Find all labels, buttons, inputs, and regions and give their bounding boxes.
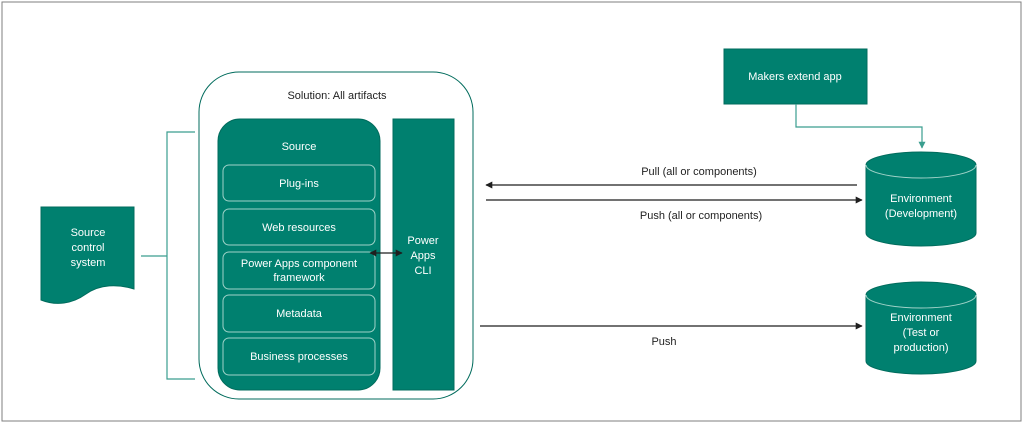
cli-box xyxy=(392,118,455,391)
source-control-document xyxy=(40,206,135,304)
env-dev-cylinder-rim xyxy=(865,164,977,179)
solution-title: Solution: All artifacts xyxy=(287,90,387,102)
pcf-box xyxy=(222,251,376,290)
source-control-label-3: system xyxy=(71,257,106,269)
cli-label-3: CLI xyxy=(414,265,431,277)
env-test-cylinder xyxy=(865,281,977,375)
plugins-box xyxy=(222,164,376,202)
env-test-label-2: (Test or xyxy=(903,327,940,339)
env-dev-label-1: Environment xyxy=(890,193,952,205)
web-resources-box xyxy=(222,208,376,246)
pull-label: Pull (all or components) xyxy=(641,166,757,178)
source-control-label-1: Source xyxy=(71,227,106,239)
pcf-label-1: Power Apps component xyxy=(241,258,357,270)
push-label: Push xyxy=(651,336,676,348)
env-dev-label-2: (Development) xyxy=(885,208,957,220)
env-test-label-1: Environment xyxy=(890,312,952,324)
cli-label-2: Apps xyxy=(410,250,436,262)
env-test-label-3: production) xyxy=(893,342,948,354)
makers-label: Makers extend app xyxy=(748,71,842,83)
pcf-label-2: framework xyxy=(273,272,325,284)
makers-connector xyxy=(795,104,926,149)
plugins-label: Plug-ins xyxy=(279,178,319,190)
metadata-box xyxy=(222,294,376,333)
env-test-cylinder-rim xyxy=(865,294,977,309)
push-components-label: Push (all or components) xyxy=(640,210,762,222)
source-group-title: Source xyxy=(282,141,317,153)
env-dev-cylinder xyxy=(865,151,977,247)
web-resources-label: Web resources xyxy=(262,222,336,234)
business-processes-box xyxy=(222,337,376,376)
source-control-label-2: control xyxy=(71,242,104,254)
cli-label-1: Power xyxy=(407,235,439,247)
metadata-label: Metadata xyxy=(276,308,323,320)
business-processes-label: Business processes xyxy=(250,351,348,363)
makers-box xyxy=(723,48,868,105)
